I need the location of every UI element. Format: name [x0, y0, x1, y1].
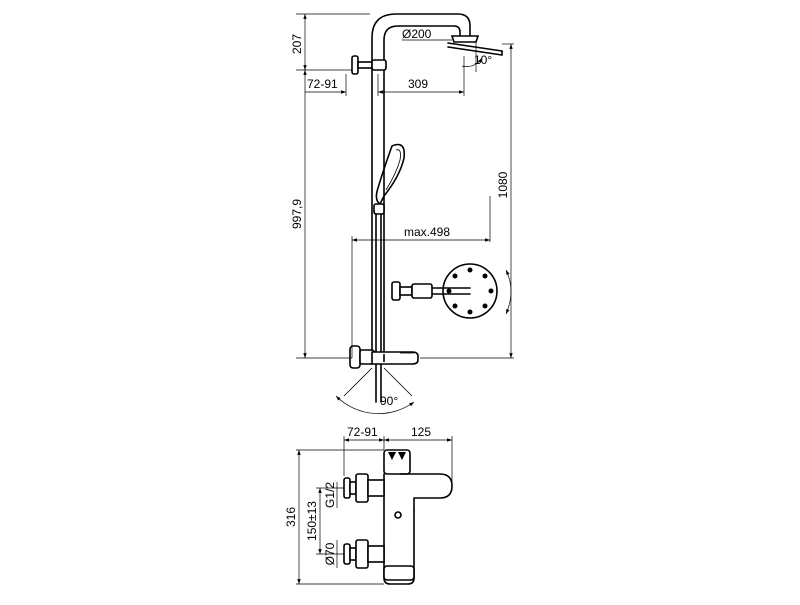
riser-pipe-inner: [383, 25, 461, 359]
max-reach-label: max.498: [404, 225, 450, 239]
head-arm-length-label: 309: [408, 77, 428, 91]
total-height-right-label: 1080: [496, 171, 510, 198]
shower-column: 90°: [335, 13, 503, 414]
mixer-button: [394, 511, 402, 519]
upper-wall-bracket: [351, 55, 387, 75]
mixer-dimensions: 316 150±13 G1/2 Ø70 72-91 125: [284, 425, 453, 585]
column-dimensions: 207 997,9 1080 72-91 309 Ø200 10° max.49…: [290, 13, 514, 359]
center-distance-label: 150±13: [305, 501, 319, 541]
hand-shower: [373, 143, 406, 215]
bracket-offset-upper-label: 72-91: [307, 77, 338, 91]
indicator-left: [388, 452, 396, 460]
head-diameter-label: Ø200: [402, 27, 432, 41]
upper-connection: [343, 473, 385, 503]
rotation-arc: 90°: [335, 367, 415, 414]
mixer-body: [383, 473, 415, 585]
top-height-label: 207: [290, 34, 304, 54]
flange-holes: [446, 267, 494, 315]
mixer-top-block: [383, 449, 411, 475]
mixer-front-view: [343, 449, 453, 585]
mixer-projection-label: 125: [411, 425, 431, 439]
wall-flange-detail: [391, 263, 512, 319]
connection-thread-label: G1/2: [323, 482, 337, 508]
head-tilt-label: 10°: [474, 53, 492, 67]
mixer-spout: [399, 473, 453, 511]
indicator-right: [398, 452, 406, 460]
flange-disc: [442, 263, 498, 319]
lower-connection: [343, 539, 385, 569]
rotation-angle-label: 90°: [380, 394, 398, 408]
mixer-top-view: [349, 345, 419, 369]
mixer-base: [383, 565, 415, 581]
mixer-offset-label: 72-91: [347, 425, 378, 439]
riser-pipe-outer: [371, 13, 471, 359]
rosette-diameter-label: Ø70: [323, 542, 337, 565]
mixer-height-label: 316: [284, 507, 298, 527]
total-height-left-label: 997,9: [290, 199, 304, 229]
flange-rotation-arrow: [505, 269, 512, 315]
